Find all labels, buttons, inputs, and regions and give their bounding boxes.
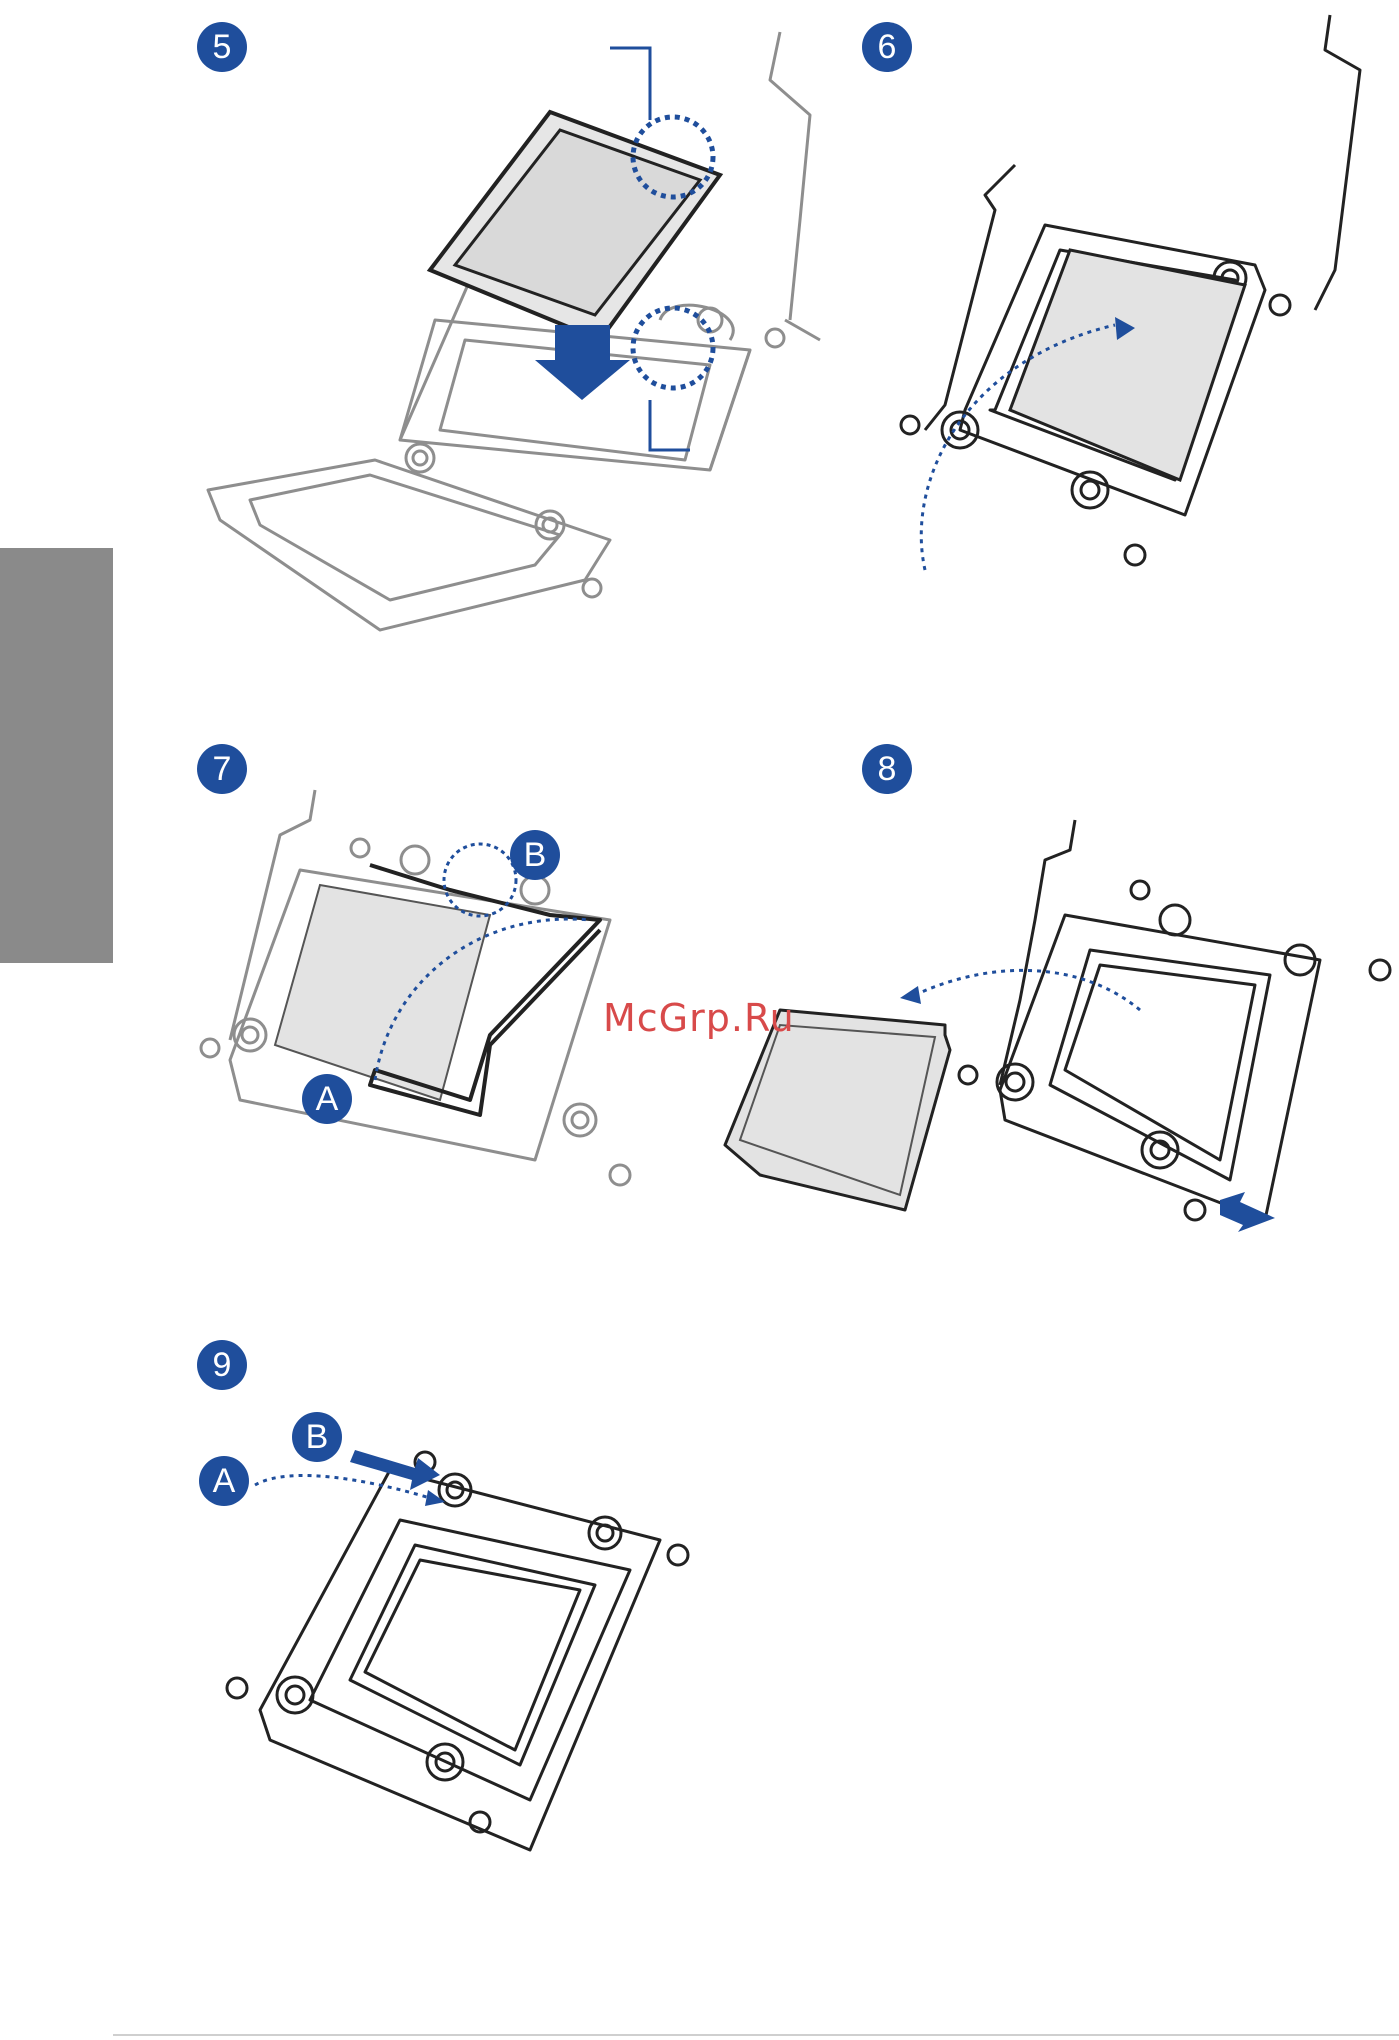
step-8-badge: 8 xyxy=(862,744,912,794)
footer-rule xyxy=(113,2034,1399,2036)
step-5-diagram xyxy=(190,20,790,640)
step-6-diagram xyxy=(885,10,1365,570)
step-8-diagram xyxy=(700,800,1390,1240)
step-7-diagram xyxy=(190,780,660,1200)
step-9-arrows xyxy=(250,1440,470,1520)
step-9-label-b: B xyxy=(292,1412,342,1462)
step-7-label-b: B xyxy=(510,830,560,880)
step-9-label-a: A xyxy=(199,1456,249,1506)
step-7-label-a: A xyxy=(302,1074,352,1124)
step-9-badge: 9 xyxy=(197,1340,247,1390)
watermark-text: McGrp.Ru xyxy=(603,996,795,1040)
chapter-side-tab xyxy=(0,548,113,963)
